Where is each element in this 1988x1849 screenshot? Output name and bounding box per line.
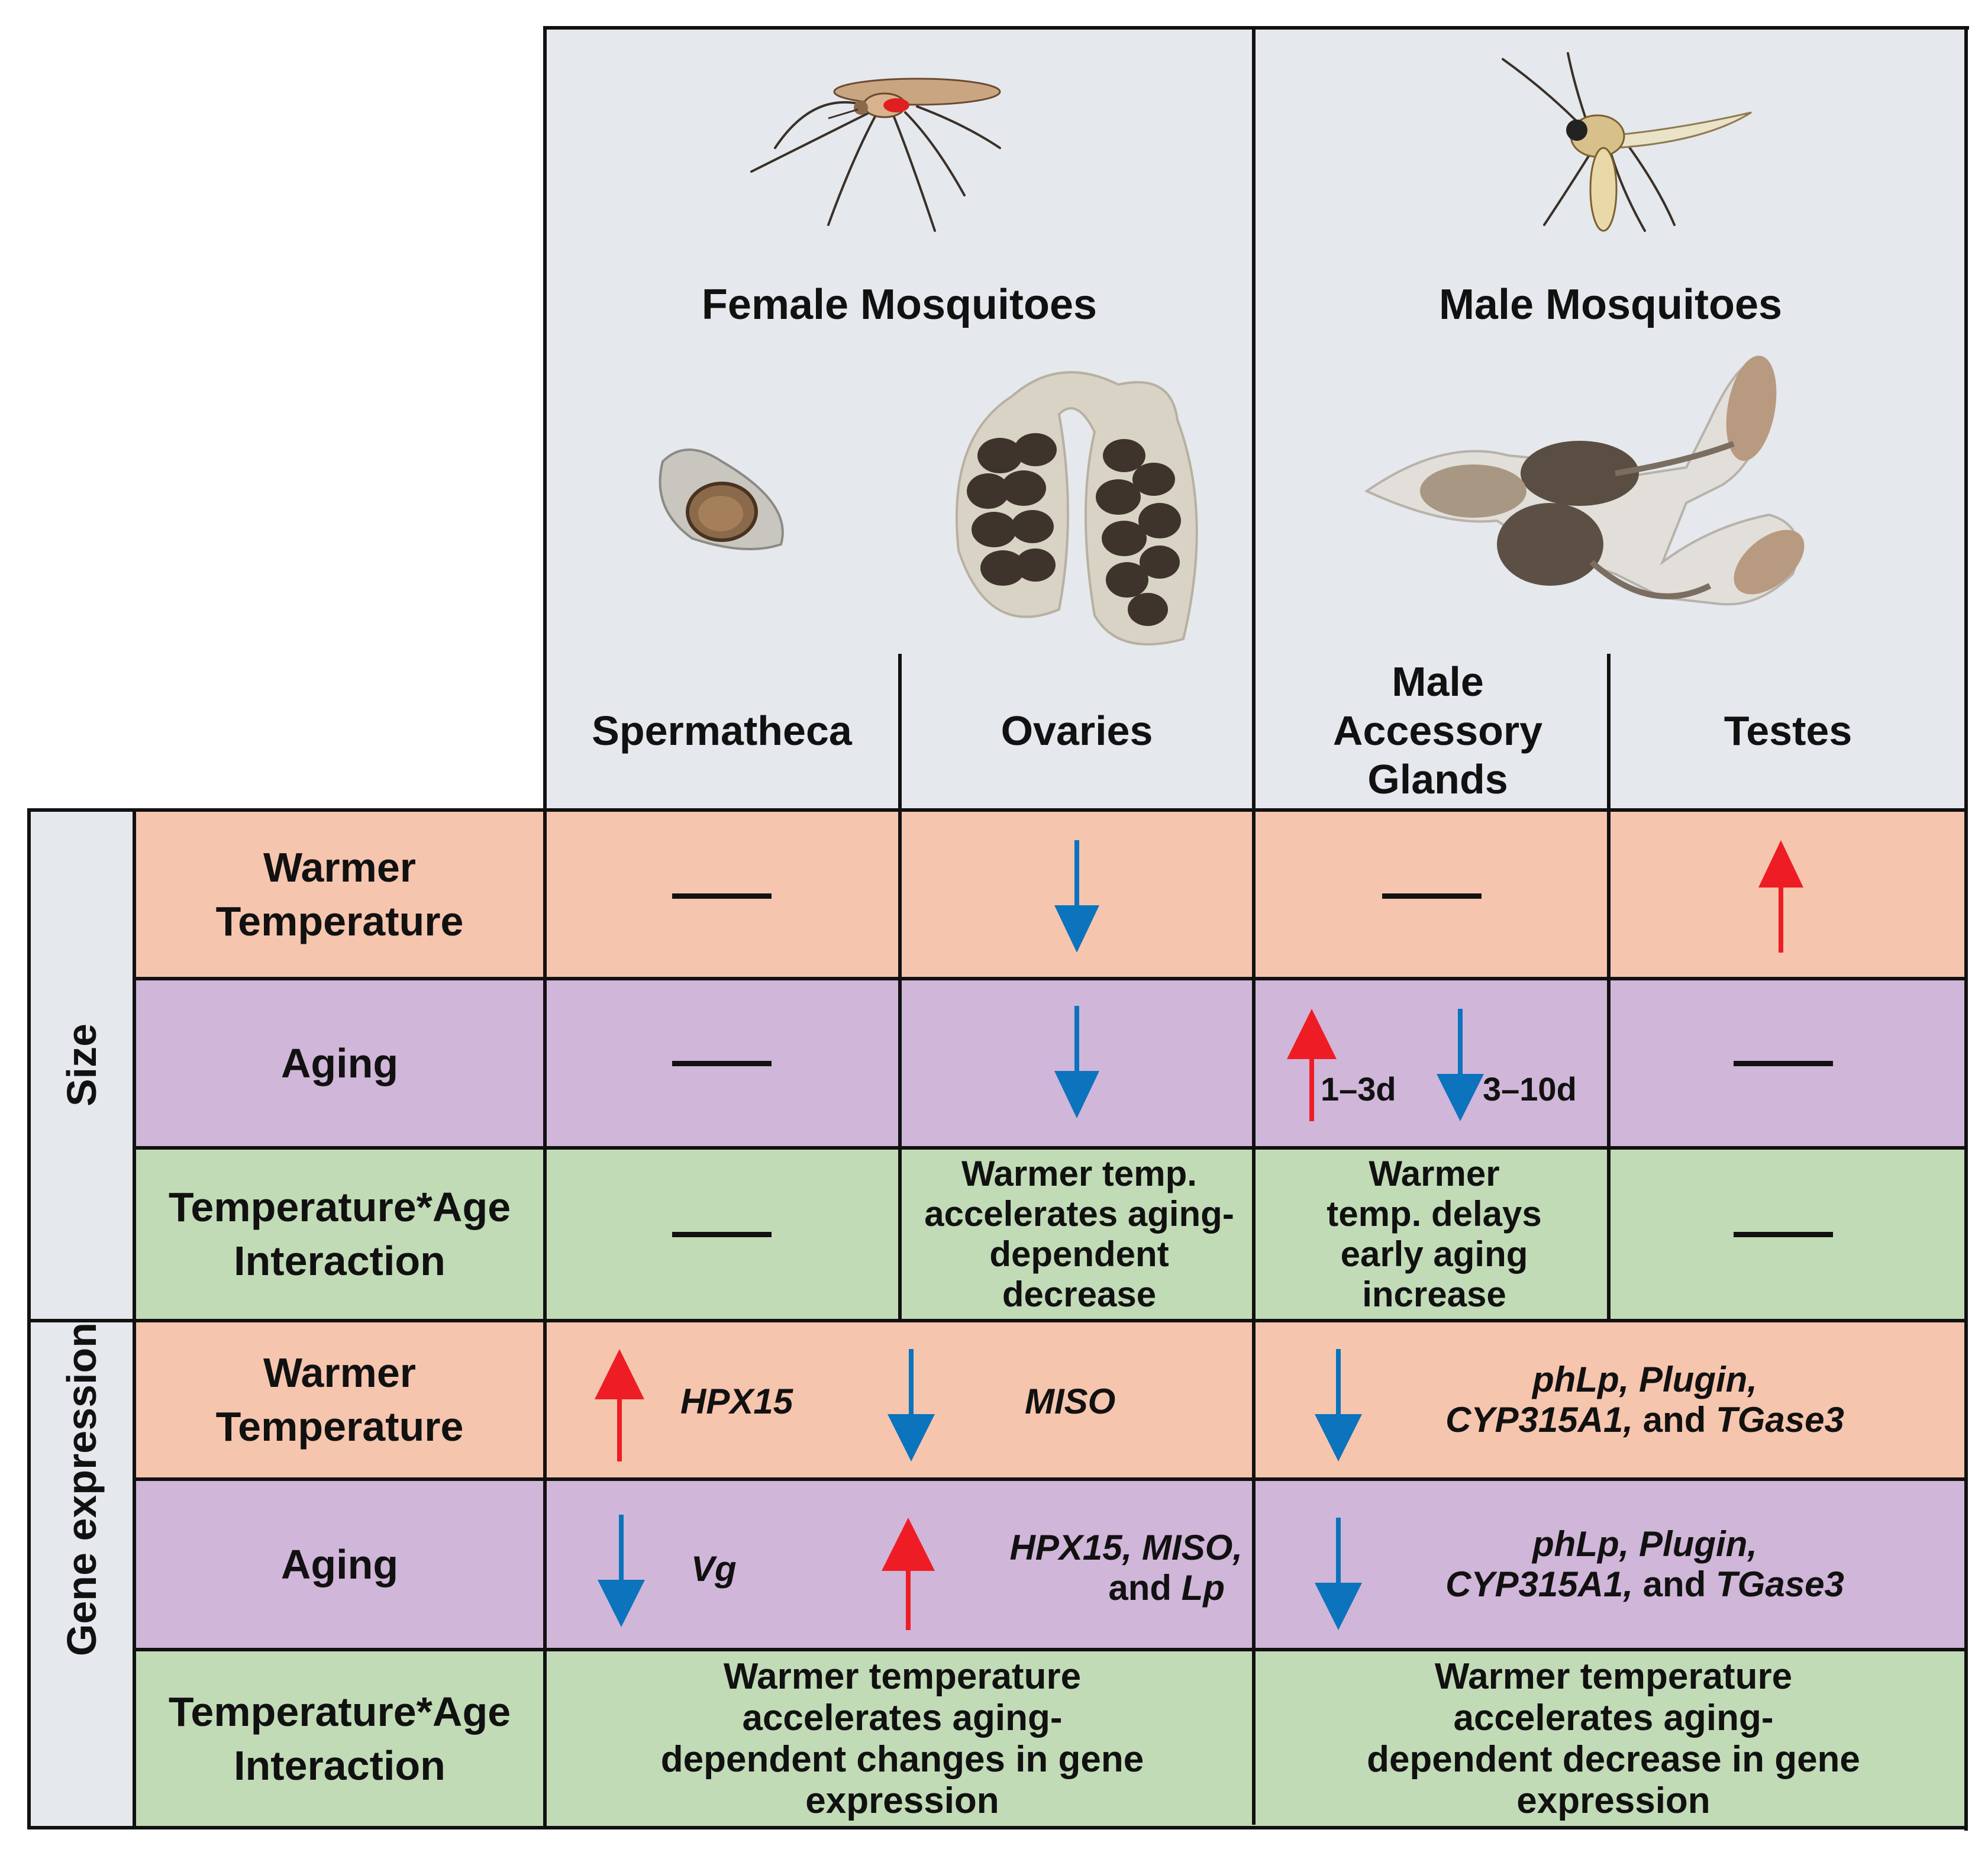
size-warmer-row bbox=[135, 811, 1967, 979]
female-mosquito-icon bbox=[750, 78, 1001, 232]
grid-line bbox=[543, 26, 547, 813]
decrease-arrow bbox=[888, 1349, 935, 1461]
no-change-dash bbox=[1734, 1061, 1833, 1066]
male-title: Male Mosquitoes bbox=[1438, 281, 1783, 328]
gene-warmer-up-label: HPX15 bbox=[680, 1382, 793, 1421]
gene-aging-down-label: Vg bbox=[691, 1549, 737, 1589]
female-aging-up-genes: HPX15, MISO, and Lp bbox=[947, 1515, 1242, 1621]
grid-line bbox=[1252, 26, 1256, 1825]
male-warmer-genes-line2: CYP315A1, and TGase3 bbox=[1445, 1400, 1844, 1440]
male-aging-genes: phLp, Plugin, CYP315A1, and TGase3 bbox=[1408, 1479, 1882, 1650]
increase-arrow bbox=[882, 1518, 935, 1630]
ovaries-image bbox=[955, 371, 1198, 646]
tissue-male-accessory-glands: Male Accessory Glands bbox=[1332, 659, 1543, 803]
male-aging-genes-line1: phLp, Plugin, bbox=[1532, 1524, 1757, 1564]
size-interaction-row bbox=[135, 1148, 1967, 1321]
grid-line bbox=[1607, 808, 1611, 1321]
row-label-size-warmer: Warmer Temperature bbox=[215, 844, 464, 944]
grid-line bbox=[544, 26, 1969, 30]
grid-line bbox=[27, 1826, 1968, 1829]
increase-arrow bbox=[1758, 840, 1803, 953]
group-gene-expression-label: Gene expression bbox=[59, 1322, 105, 1657]
row-label-gene-interaction: Temperature*Age Interaction bbox=[168, 1689, 511, 1789]
row-label-size-interaction: Temperature*Age Interaction bbox=[168, 1184, 511, 1284]
gene-warmer-down-label: MISO bbox=[1025, 1382, 1116, 1421]
male-warmer-genes-line1: phLp, Plugin, bbox=[1532, 1360, 1757, 1400]
increase-arrow bbox=[595, 1349, 644, 1461]
group-size-label: Size bbox=[59, 1023, 105, 1107]
grid-line bbox=[135, 1477, 1967, 1481]
decrease-arrow bbox=[1054, 840, 1099, 953]
no-change-dash bbox=[672, 1232, 772, 1237]
female-gene-interaction-text: Warmer temperature accelerates aging-dep… bbox=[660, 1656, 1144, 1822]
decrease-arrow bbox=[1315, 1518, 1362, 1630]
increase-arrow bbox=[1287, 1009, 1337, 1121]
no-change-dash bbox=[1734, 1232, 1833, 1237]
grid-line bbox=[898, 808, 902, 1321]
accessory-interaction-text: Warmer temp. delays early aging increase bbox=[1327, 1154, 1542, 1314]
row-label-gene-warmer: Warmer Temperature bbox=[215, 1350, 464, 1450]
decrease-arrow bbox=[598, 1515, 645, 1627]
decrease-arrow bbox=[1315, 1349, 1362, 1461]
no-change-dash bbox=[1382, 893, 1482, 899]
female-title: Female Mosquitoes bbox=[701, 281, 1098, 328]
tissue-spermatheca: Spermatheca bbox=[592, 707, 852, 754]
gene-interaction-row bbox=[135, 1650, 1967, 1828]
male-aging-genes-line2: CYP315A1, and TGase3 bbox=[1445, 1564, 1844, 1604]
decrease-arrow bbox=[1437, 1009, 1484, 1121]
decrease-arrow bbox=[1054, 1006, 1099, 1118]
grid-line bbox=[135, 1146, 1967, 1150]
grid-line bbox=[27, 1319, 1968, 1322]
spermatheca-image bbox=[659, 448, 784, 550]
gene-aging-row bbox=[135, 1479, 1967, 1650]
male-warmer-genes: phLp, Plugin, CYP315A1, and TGase3 bbox=[1408, 1321, 1882, 1479]
no-change-dash bbox=[672, 1061, 772, 1066]
no-change-dash bbox=[672, 893, 772, 899]
aging-late-label: 3–10d bbox=[1483, 1070, 1577, 1108]
grid-line bbox=[1964, 26, 1968, 1831]
grid-line bbox=[898, 654, 902, 811]
male-gene-interaction-text: Warmer temperature accelerates aging-dep… bbox=[1367, 1656, 1860, 1822]
grid-line bbox=[1607, 654, 1611, 811]
size-aging-row bbox=[135, 979, 1967, 1148]
male-reproductive-tract-image bbox=[1364, 356, 1805, 606]
row-label-size-aging: Aging bbox=[280, 1040, 399, 1086]
female-aging-up-line2: and Lp bbox=[1108, 1568, 1225, 1608]
grid-line bbox=[27, 808, 1968, 812]
grid-line bbox=[135, 1648, 1967, 1651]
ovaries-interaction-text: Warmer temp. accelerates aging-dependent… bbox=[924, 1154, 1234, 1314]
tissue-ovaries: Ovaries bbox=[1001, 707, 1153, 754]
male-mosquito-icon bbox=[1502, 52, 1752, 232]
row-label-gene-aging: Aging bbox=[280, 1541, 399, 1587]
grid-line bbox=[135, 977, 1967, 980]
aging-early-label: 1–3d bbox=[1321, 1070, 1396, 1108]
tissue-testes: Testes bbox=[1724, 707, 1853, 754]
gene-warmer-row bbox=[135, 1321, 1967, 1479]
female-aging-up-line1: HPX15, MISO, bbox=[1009, 1528, 1242, 1568]
